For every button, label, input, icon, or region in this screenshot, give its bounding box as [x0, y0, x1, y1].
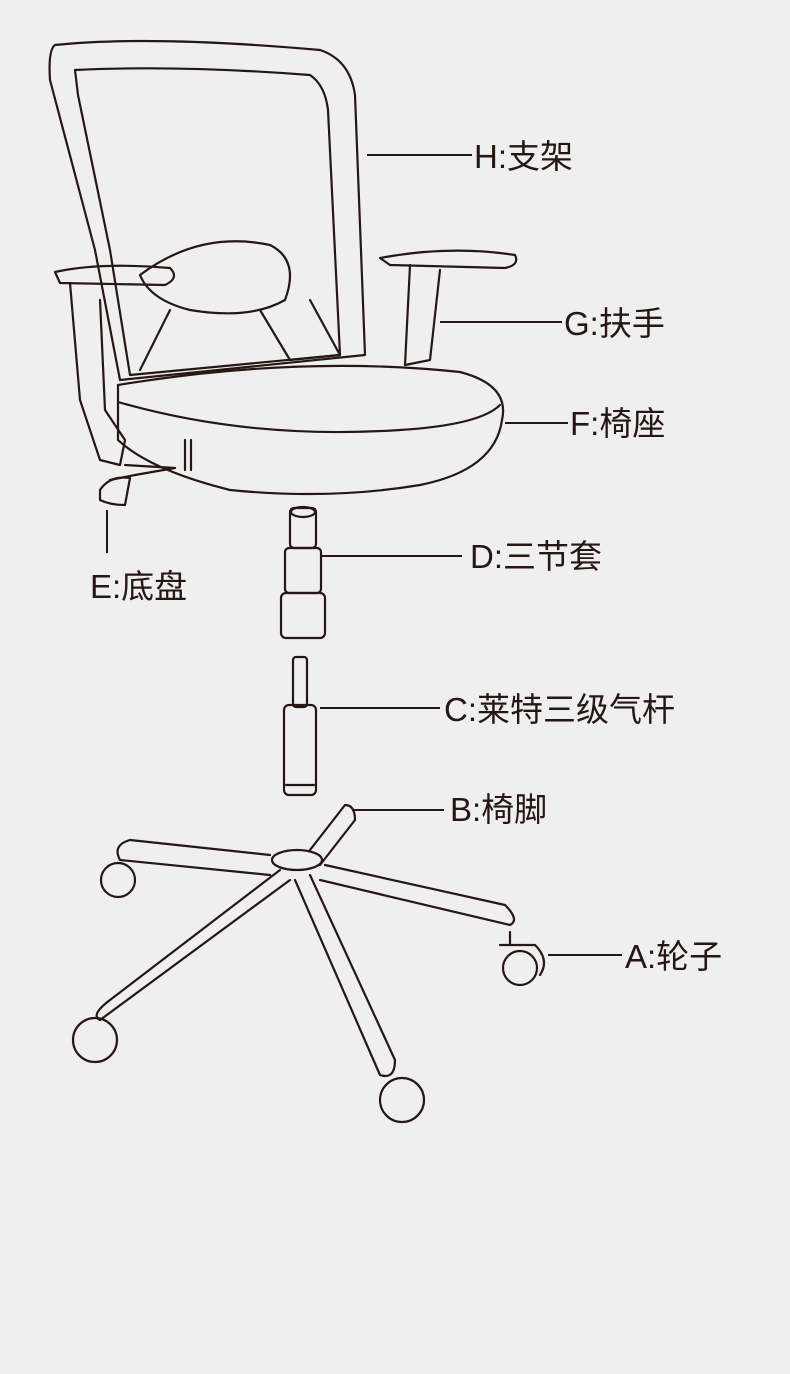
- casters: [71, 861, 546, 1124]
- leader-lines: [106, 154, 622, 956]
- chassis-lever: [98, 463, 177, 507]
- backrest-frame: [48, 39, 367, 382]
- label-g-armrest: G:扶手: [564, 305, 665, 342]
- label-c-gas-lift: C:莱特三级气杆: [444, 691, 675, 728]
- telescopic-cover: [279, 505, 327, 640]
- gas-lift: [282, 655, 318, 797]
- lumbar-support: [138, 240, 342, 372]
- label-b-base: B:椅脚: [450, 791, 548, 828]
- label-e-chassis: E:底盘: [90, 568, 188, 605]
- label-a-caster: A:轮子: [625, 938, 723, 975]
- label-f-seat: F:椅座: [570, 405, 666, 442]
- seat: [116, 364, 505, 496]
- armrests: [53, 249, 518, 467]
- label-h-frame: H:支架: [474, 138, 573, 175]
- label-d-telescopic-cover: D:三节套: [470, 538, 602, 575]
- chair-base: [95, 803, 516, 1078]
